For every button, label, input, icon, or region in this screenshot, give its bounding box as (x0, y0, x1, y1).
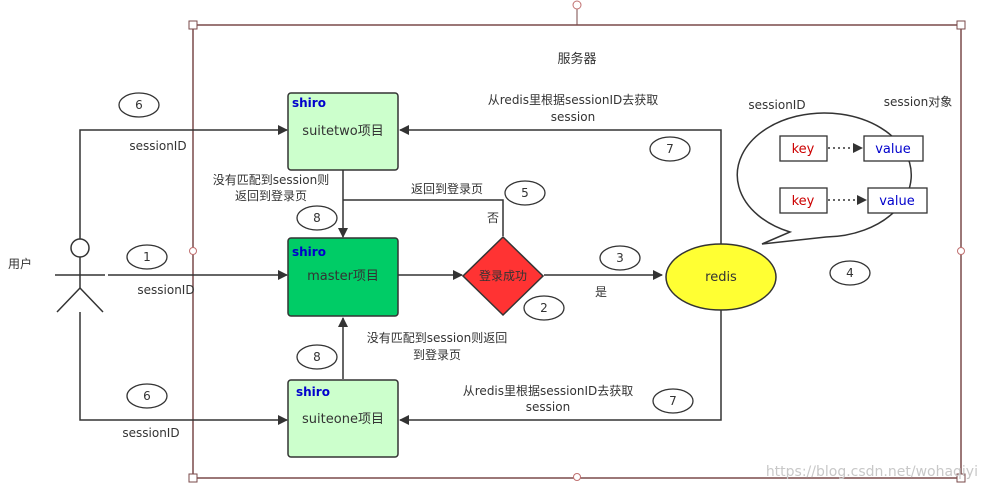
step-1: 1 (126, 244, 168, 270)
step-8-top-number: 8 (313, 211, 321, 225)
label-redis-to-suiteone-line2: session (526, 400, 570, 414)
step-3-number: 3 (616, 251, 624, 265)
node-master-label: master项目 (307, 269, 379, 284)
step-7-bottom: 7 (652, 388, 694, 414)
callout-key-box-1 (779, 135, 828, 162)
label-decision-yes: 是 (595, 285, 607, 299)
step-4-number: 4 (846, 266, 854, 280)
callout-value-2: value (879, 194, 915, 209)
connect-point-left[interactable] (189, 247, 197, 255)
node-master[interactable]: shiro master项目 (287, 237, 399, 317)
node-suitetwo-label: suitetwo项目 (302, 124, 383, 139)
connect-point-right[interactable] (957, 247, 965, 255)
step-8-bottom-number: 8 (313, 350, 321, 364)
node-suitetwo-shiro-tag: shiro (292, 96, 326, 110)
label-suiteone-to-master-line2: 到登录页 (413, 347, 461, 362)
resize-handle-se[interactable] (956, 473, 966, 483)
callout-value-box-2 (867, 187, 928, 214)
decision-label: 登录成功 (479, 268, 527, 283)
callout-key-1: key (792, 142, 815, 157)
step-5-number: 5 (521, 186, 529, 200)
node-suiteone-label: suiteone项目 (302, 412, 384, 427)
node-redis[interactable]: redis (665, 243, 777, 311)
step-6-top-number: 6 (135, 98, 143, 112)
label-suiteone-to-master-line1: 没有匹配到session则返回 (367, 330, 507, 345)
rotate-handle[interactable] (572, 0, 582, 10)
callout-key-box-2 (779, 187, 828, 214)
redis-ellipse (665, 243, 777, 311)
node-suitetwo[interactable]: shiro suitetwo项目 (287, 92, 399, 171)
callout-value-box-1 (863, 135, 924, 162)
node-suiteone-shiro-tag: shiro (296, 385, 330, 399)
server-label: 服务器 (557, 51, 596, 67)
step-7-top-number: 7 (666, 142, 674, 156)
callout-key-2: key (792, 194, 815, 209)
edge-redis-to-suitetwo[interactable] (399, 125, 722, 245)
node-suiteone[interactable]: shiro suiteone项目 (287, 379, 399, 458)
resize-handle-ne[interactable] (956, 20, 966, 30)
step-3: 3 (599, 245, 641, 271)
callout-title-left: sessionID (748, 98, 805, 112)
label-decision-back: 返回到登录页 (411, 181, 483, 196)
label-suitetwo-to-master-line1: 没有匹配到session则 (213, 172, 329, 187)
step-6-top: 6 (118, 92, 160, 118)
edge-user-to-suitetwo[interactable] (79, 125, 288, 239)
step-7-bottom-number: 7 (669, 394, 677, 408)
node-suitetwo-box (287, 92, 399, 171)
edge-decision-back-to-master[interactable] (343, 199, 504, 236)
user-stick-figure[interactable] (55, 238, 105, 313)
step-8-bottom: 8 (296, 344, 338, 370)
step-1-number: 1 (143, 250, 151, 264)
label-user-to-master: sessionID (137, 283, 194, 297)
step-5: 5 (504, 180, 546, 206)
server-boundary[interactable] (188, 0, 966, 483)
decision-diamond (461, 235, 545, 317)
step-2: 2 (523, 295, 565, 321)
step-7-top: 7 (649, 136, 691, 162)
step-6-bottom: 6 (126, 383, 168, 409)
session-callout[interactable]: sessionID session对象 key value key value (736, 95, 952, 245)
step-4: 4 (829, 260, 871, 286)
node-master-box (287, 237, 399, 317)
label-decision-no: 否 (487, 211, 499, 225)
resize-handle-sw[interactable] (188, 473, 198, 483)
redis-label: redis (705, 270, 737, 285)
connect-point-bottom[interactable] (573, 473, 581, 481)
node-suiteone-box (287, 379, 399, 458)
watermark: https://blog.csdn.net/wohaqiyi (766, 464, 978, 480)
edge-user-to-suiteone[interactable] (79, 312, 288, 425)
label-redis-to-suitetwo-line2: session (551, 110, 595, 124)
step-2-number: 2 (540, 301, 548, 315)
callout-value-1: value (875, 142, 911, 157)
step-6-bottom-number: 6 (143, 389, 151, 403)
node-master-shiro-tag: shiro (292, 245, 326, 259)
label-suitetwo-to-master-line2: 返回到登录页 (235, 188, 307, 203)
callout-bubble (736, 112, 912, 245)
label-user-to-suitetwo: sessionID (129, 139, 186, 153)
label-user-to-suiteone: sessionID (122, 426, 179, 440)
node-decision[interactable]: 登录成功 (461, 235, 545, 317)
resize-handle-nw[interactable] (188, 20, 198, 30)
label-redis-to-suiteone-line1: 从redis里根据sessionID去获取 (463, 384, 633, 398)
callout-title-right: session对象 (884, 95, 952, 109)
edge-redis-to-suiteone[interactable] (399, 309, 722, 425)
step-8-top: 8 (296, 205, 338, 231)
label-redis-to-suitetwo-line1: 从redis里根据sessionID去获取 (488, 93, 658, 107)
user-label: 用户 (8, 256, 32, 271)
